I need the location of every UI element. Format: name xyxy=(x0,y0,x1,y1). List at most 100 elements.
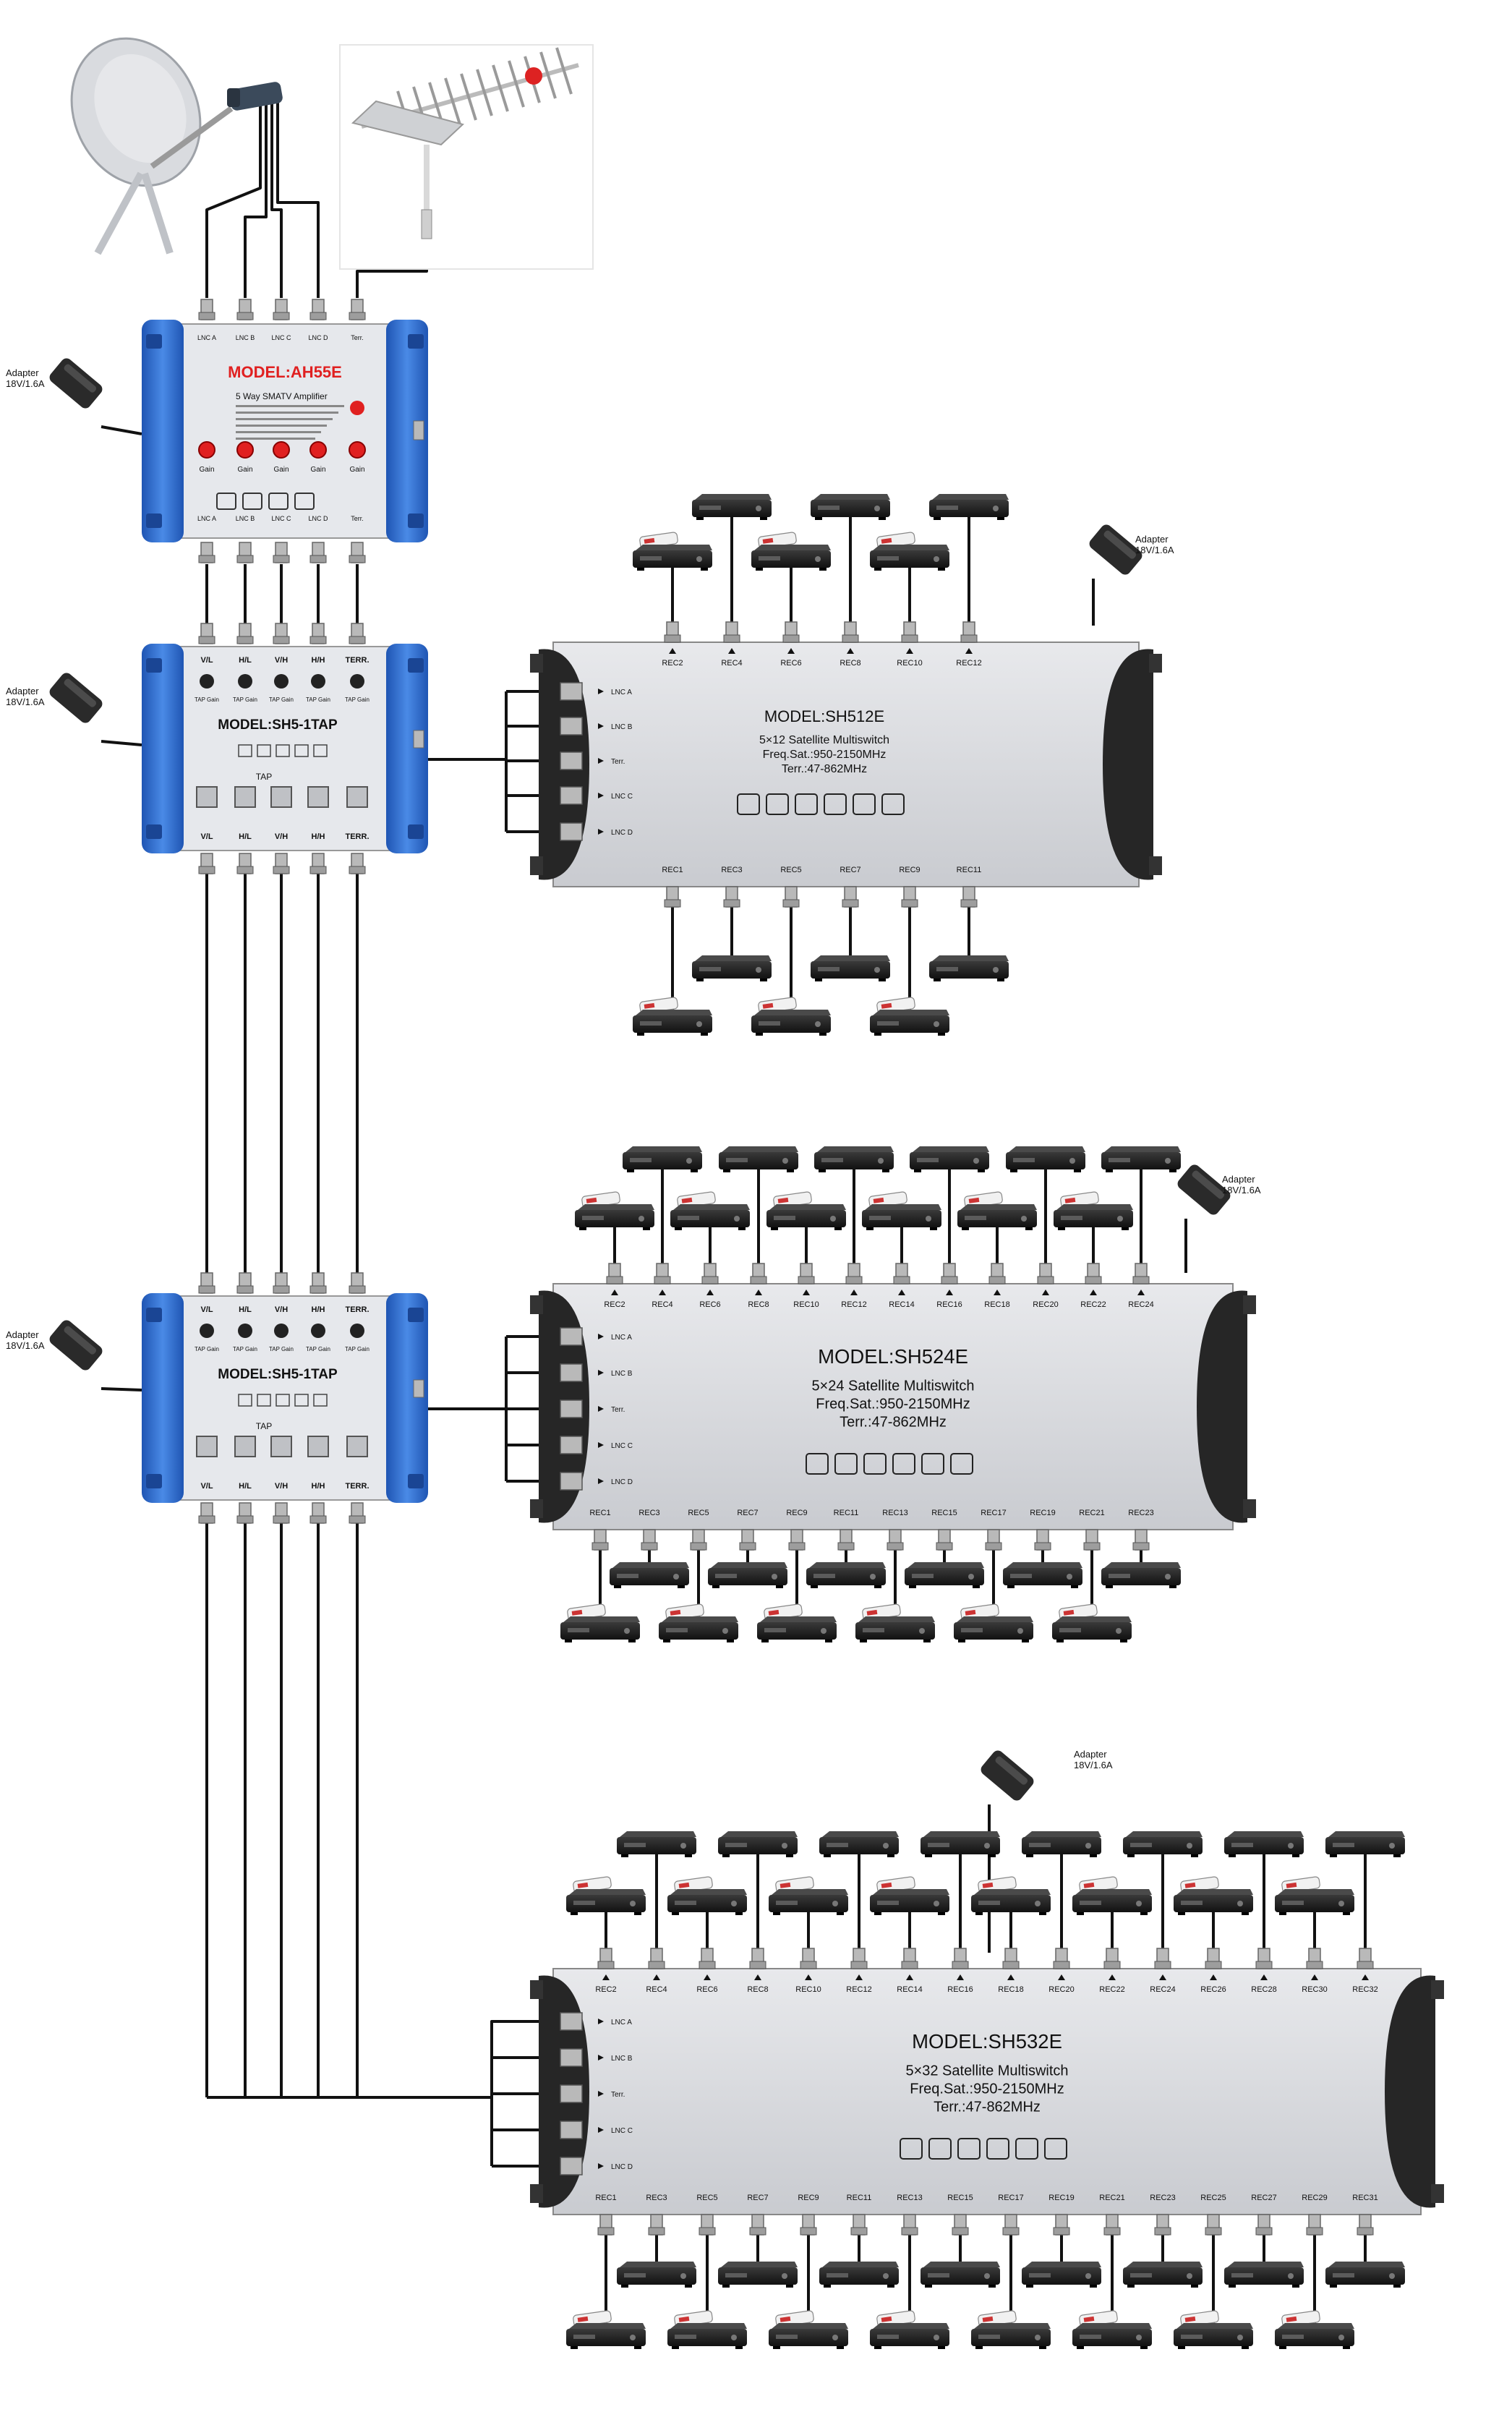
f-connector xyxy=(1083,1529,1101,1551)
receiver-display xyxy=(936,967,958,971)
f-connector-nut xyxy=(901,1961,918,1969)
f-connector xyxy=(273,1272,290,1294)
f-connector xyxy=(1306,1948,1323,1969)
receiver-top xyxy=(636,545,712,550)
switch-right-cap xyxy=(1197,1290,1247,1523)
receiver-button xyxy=(830,1216,836,1222)
mount-tab xyxy=(530,2184,543,2203)
receiver-with-remote xyxy=(665,1603,704,1621)
receiver-top xyxy=(695,494,772,500)
set-top-box-icon xyxy=(971,2323,1051,2349)
cert-logo-icon xyxy=(853,793,876,815)
adapter-body xyxy=(1089,524,1142,575)
antenna-element xyxy=(508,60,525,108)
f-connector-nut xyxy=(723,634,740,643)
rec-label-bottom: REC19 xyxy=(1030,1509,1055,1517)
receiver-foot xyxy=(811,1585,818,1588)
input-port xyxy=(560,1436,583,1454)
receiver-foot xyxy=(1343,1912,1350,1915)
receiver-button xyxy=(993,506,999,511)
gain-label: Gain xyxy=(310,466,325,474)
receiver-button xyxy=(1085,1843,1091,1849)
f-connector xyxy=(349,1272,366,1294)
receiver-top xyxy=(974,2323,1051,2329)
f-connector xyxy=(901,1948,918,1969)
receiver-foot xyxy=(565,1640,572,1642)
receiver-body xyxy=(1101,1568,1181,1585)
lnb-body xyxy=(229,82,283,111)
cert-logo-icon xyxy=(313,744,328,757)
remote-button xyxy=(768,1609,780,1616)
coax-cable xyxy=(101,425,142,435)
tap-port xyxy=(270,786,292,808)
receiver-foot xyxy=(934,979,941,981)
amp-input-label: LNC B xyxy=(236,334,255,341)
rec-label-top: REC10 xyxy=(795,1985,821,1994)
adapter-highlight xyxy=(1103,530,1137,559)
mount-tab xyxy=(146,1308,162,1322)
receiver-button xyxy=(734,1216,740,1222)
receiver-foot xyxy=(938,568,945,571)
tap-model: MODEL:SH5-1TAP xyxy=(218,1367,338,1382)
tap-port xyxy=(307,786,329,808)
rec-label-bottom: REC17 xyxy=(981,1509,1006,1517)
input-arrow xyxy=(598,1370,604,1376)
remote-button xyxy=(881,2316,892,2322)
tap-bottom-label: V/L xyxy=(200,832,213,841)
f-connector xyxy=(800,2214,817,2236)
input-port xyxy=(560,2048,583,2067)
receiver-display xyxy=(877,2335,899,2339)
set-top-box-icon xyxy=(719,1146,798,1172)
set-top-box-icon xyxy=(769,2323,848,2349)
input-arrow xyxy=(598,2091,604,2097)
rec-label-top: REC4 xyxy=(652,1300,672,1309)
gain-knob xyxy=(309,441,327,459)
receiver-body xyxy=(610,1568,689,1585)
remote-button xyxy=(577,2316,589,2322)
receiver-body xyxy=(1054,1210,1133,1227)
f-connector xyxy=(198,853,215,874)
tap-bottom-label: V/H xyxy=(275,1482,288,1491)
mount-tab xyxy=(146,658,162,673)
receiver-top xyxy=(1025,1831,1101,1837)
f-connector xyxy=(236,1502,254,1524)
receiver-foot xyxy=(1191,1854,1198,1857)
f-connector xyxy=(1053,1948,1070,1969)
cert-logo-icon xyxy=(881,793,905,815)
f-connector xyxy=(236,623,254,644)
f-connector xyxy=(782,886,800,908)
mount-tab xyxy=(146,513,162,528)
set-top-box-icon xyxy=(718,2262,798,2288)
f-connector xyxy=(597,1948,615,1969)
receiver-body xyxy=(1022,1837,1101,1854)
rec-label-top: REC16 xyxy=(947,1985,973,1994)
input-port xyxy=(560,786,583,805)
input-arrow xyxy=(598,2055,604,2060)
f-connector xyxy=(1034,1529,1051,1551)
set-top-box-icon xyxy=(1022,2262,1101,2288)
rec-label-bottom: REC9 xyxy=(899,866,920,874)
remote-button xyxy=(762,1002,774,1009)
switch-freq-sat: Freq.Sat.:950-2150MHz xyxy=(816,1397,970,1412)
f-connector xyxy=(349,1502,366,1524)
receiver-foot xyxy=(1026,2285,1033,2288)
f-connector xyxy=(750,1263,767,1284)
receiver-foot xyxy=(1090,1854,1097,1857)
receiver-body xyxy=(617,1837,696,1854)
f-connector xyxy=(236,853,254,874)
f-connector-nut xyxy=(198,312,215,320)
antenna-element xyxy=(555,47,573,95)
receiver-button xyxy=(1017,1628,1023,1634)
set-top-box-icon xyxy=(718,1831,798,1857)
rec-label-bottom: REC1 xyxy=(662,866,683,874)
receiver-foot xyxy=(614,1585,621,1588)
receiver-display xyxy=(624,1843,646,1847)
receiver-button xyxy=(934,556,939,562)
output-arrow xyxy=(1362,1974,1369,1980)
coax-cable xyxy=(101,1387,142,1392)
f-connector xyxy=(701,1263,719,1284)
